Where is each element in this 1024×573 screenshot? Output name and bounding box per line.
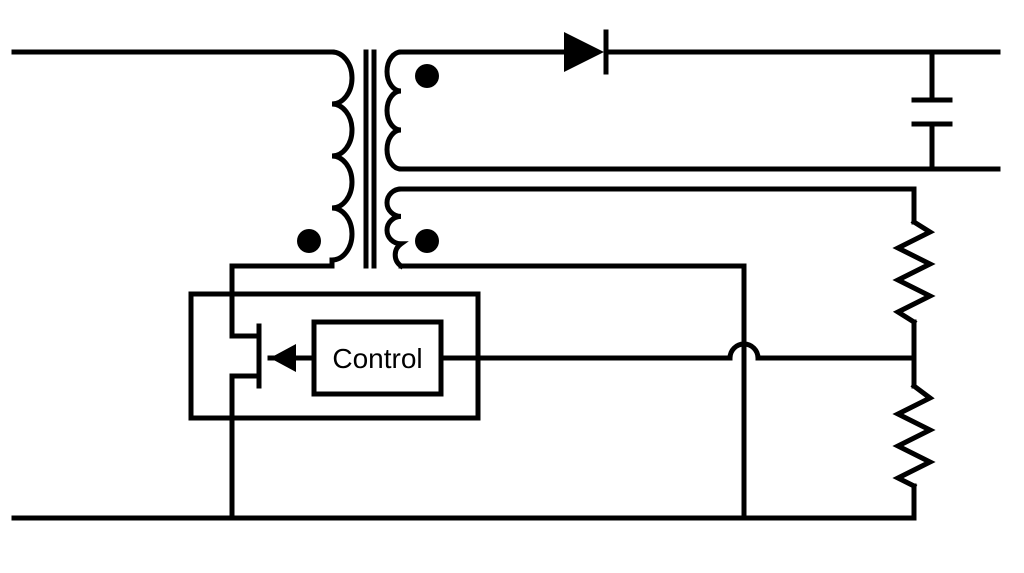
output-capacitor	[911, 49, 953, 172]
diode	[564, 29, 609, 75]
primary-polarity-dot	[297, 229, 321, 253]
feedback-signal-wire	[438, 341, 917, 361]
auxiliary-return-wire	[398, 263, 747, 521]
control-block: Control	[311, 319, 444, 397]
secondary-polarity-dot	[415, 64, 439, 88]
transformer-primary-winding	[329, 49, 355, 263]
transformer-secondary-winding	[384, 49, 404, 172]
transformer-core	[363, 49, 377, 269]
transformer-auxiliary-winding	[384, 186, 409, 270]
resistor-upper	[892, 218, 936, 389]
auxiliary-polarity-dot	[415, 229, 439, 253]
control-block-label: Control	[332, 343, 422, 374]
controller-ic-outline	[188, 291, 481, 421]
auxiliary-feedback-wire	[398, 186, 917, 225]
resistor-lower	[892, 382, 936, 521]
primary-to-switch-wire	[229, 257, 335, 339]
mosfet-switch	[229, 323, 317, 389]
